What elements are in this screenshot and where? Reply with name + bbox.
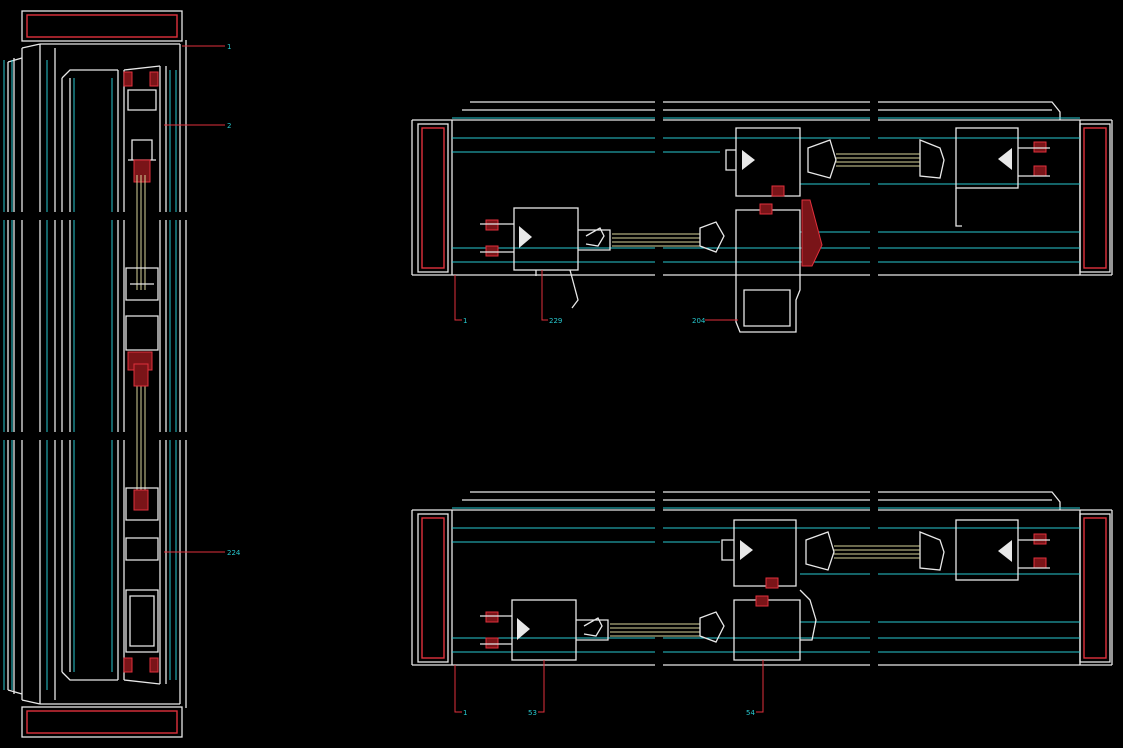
sash-corners bbox=[61, 65, 161, 685]
interlock-gasket-1 bbox=[771, 185, 785, 197]
top-plan-section: 1 229 204 bbox=[411, 96, 1113, 333]
interlock-brush-seal bbox=[801, 199, 823, 267]
frame-outline bbox=[411, 101, 1113, 276]
left-sash-arrow-icon bbox=[519, 226, 532, 248]
gasket-right-1 bbox=[1033, 533, 1047, 545]
head-insert bbox=[26, 14, 178, 38]
left-glass-bead bbox=[699, 221, 725, 253]
bottom-plan-section: 1 53 54 bbox=[411, 486, 1113, 717]
gasket-right-2 bbox=[1033, 557, 1047, 569]
gasket-left-2 bbox=[485, 637, 499, 649]
break-gap-right bbox=[870, 96, 878, 286]
callout-label: 204 bbox=[692, 317, 706, 325]
mid-rail-section bbox=[125, 267, 159, 351]
jamb-left-insert bbox=[421, 127, 445, 269]
interlock-gasket-2 bbox=[759, 203, 773, 215]
lower-rail-section bbox=[125, 487, 159, 653]
right-glazing bbox=[836, 153, 920, 167]
gasket-right-2 bbox=[1033, 165, 1047, 177]
left-sash-interlock bbox=[733, 589, 817, 661]
jamb-left-insert bbox=[421, 517, 445, 659]
gasket-top-1 bbox=[123, 71, 133, 87]
right-sash-arrow-icon bbox=[998, 148, 1012, 170]
gasket-bottom-1 bbox=[123, 657, 133, 673]
jamb-right-insert bbox=[1083, 127, 1107, 269]
jamb-left bbox=[417, 513, 449, 663]
jamb-right-insert bbox=[1083, 517, 1107, 659]
callout-label: 1 bbox=[227, 43, 231, 51]
break-gap-lower bbox=[0, 432, 190, 440]
left-glazing bbox=[612, 233, 700, 247]
jamb-right bbox=[1079, 123, 1111, 273]
frame-sill-profile bbox=[21, 706, 183, 738]
callout-label: 53 bbox=[528, 709, 537, 717]
break-gap-left bbox=[655, 486, 663, 676]
interlock-arrow-icon bbox=[742, 150, 755, 170]
gasket-bottom-2 bbox=[149, 657, 159, 673]
break-gap-upper bbox=[0, 212, 190, 220]
callout-label: 54 bbox=[746, 709, 755, 717]
interlock-gasket-2 bbox=[755, 595, 769, 607]
gasket-right-1 bbox=[1033, 141, 1047, 153]
left-sash-tail bbox=[535, 269, 579, 309]
axis-lines bbox=[452, 507, 1080, 653]
right-glass-beads bbox=[807, 139, 945, 179]
left-sash-interlock bbox=[735, 209, 801, 333]
callout-leaders bbox=[454, 270, 738, 321]
break-gap-right bbox=[870, 486, 878, 676]
interlock-arrow-icon bbox=[740, 540, 753, 560]
callout-label: 2 bbox=[227, 122, 231, 130]
callout-label: 229 bbox=[549, 317, 562, 325]
axis-lines bbox=[3, 60, 177, 690]
glazing-lines bbox=[136, 175, 146, 500]
interlock-gasket-1 bbox=[765, 577, 779, 589]
gasket-left-1 bbox=[485, 219, 499, 231]
right-sash-interlock bbox=[725, 127, 801, 197]
right-sash-profile bbox=[955, 127, 1019, 189]
left-glass-bead bbox=[699, 611, 725, 643]
gasket-left-1 bbox=[485, 611, 499, 623]
vertical-section: 1 2 224 bbox=[0, 10, 241, 738]
sill-insert bbox=[26, 710, 178, 734]
mid-gasket-glass bbox=[133, 363, 149, 387]
gasket-left-2 bbox=[485, 245, 499, 257]
top-rail-section bbox=[127, 89, 157, 161]
jamb-left bbox=[417, 123, 449, 273]
callout-label: 1 bbox=[463, 709, 467, 717]
left-sash-detail bbox=[480, 223, 611, 253]
right-sash-profile bbox=[955, 519, 1019, 581]
left-sash-arrow-icon bbox=[517, 618, 530, 640]
callout-label: 224 bbox=[227, 549, 241, 557]
gasket-top-2 bbox=[149, 71, 159, 87]
axis-lines bbox=[452, 117, 1080, 263]
left-sash-profile bbox=[513, 207, 579, 271]
left-sash-detail bbox=[480, 615, 609, 645]
gasket-lower-glass bbox=[133, 489, 149, 511]
frame-outline bbox=[411, 491, 1113, 666]
sash-verticals bbox=[61, 66, 167, 684]
frame-head-profile bbox=[21, 10, 183, 42]
left-glazing bbox=[610, 623, 700, 637]
callout-leaders bbox=[454, 660, 764, 713]
frame-outline bbox=[7, 40, 187, 708]
gasket-top-glass bbox=[133, 159, 151, 183]
right-sash-detail bbox=[955, 147, 1050, 227]
right-sash-detail bbox=[1018, 539, 1050, 569]
jamb-right bbox=[1079, 513, 1111, 663]
right-glazing bbox=[834, 545, 920, 559]
right-glass-beads bbox=[805, 531, 945, 571]
frame-corners bbox=[7, 43, 180, 705]
break-gap-left bbox=[655, 96, 663, 286]
right-sash-interlock bbox=[721, 519, 797, 587]
callout-label: 1 bbox=[463, 317, 467, 325]
right-sash-arrow-icon bbox=[998, 540, 1012, 562]
